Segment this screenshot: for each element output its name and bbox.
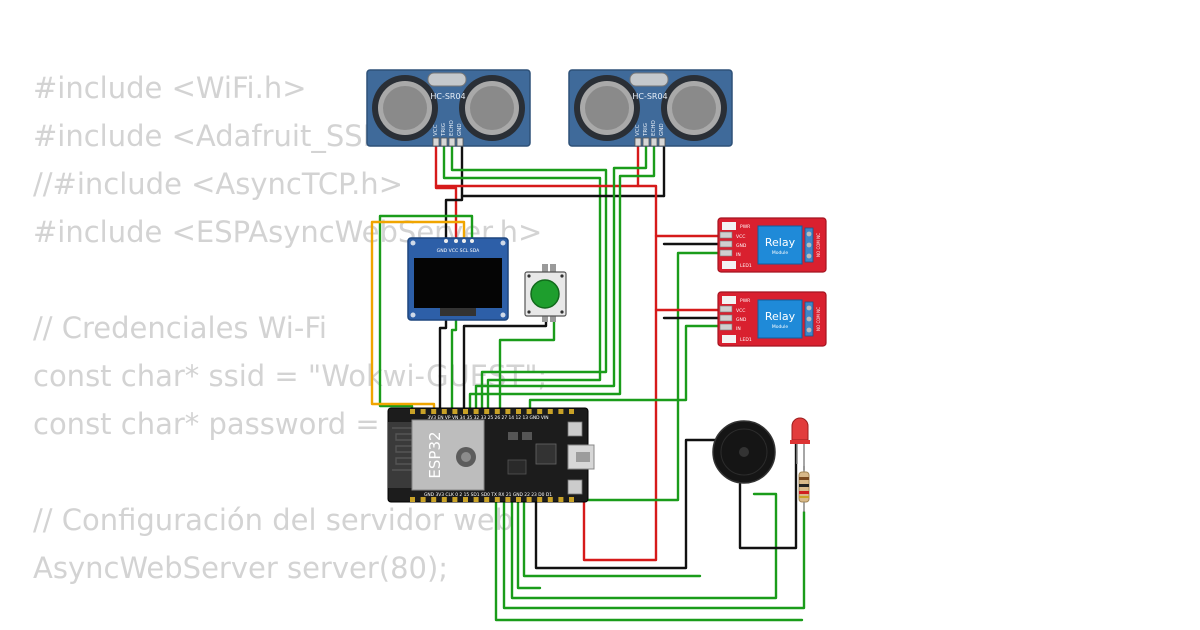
buzzer[interactable]: [712, 420, 776, 484]
wire-green[interactable]: [378, 214, 474, 412]
relay-2-led: LED1: [740, 337, 752, 343]
wire-green[interactable]: [474, 140, 648, 412]
esp32-pin[interactable]: [526, 409, 532, 414]
wire-green[interactable]: [528, 324, 720, 412]
sensor-2-label: HC-SR04: [632, 92, 667, 101]
relay-2-pin-vcc: VCC: [736, 308, 745, 314]
relay-module-1[interactable]: PWR LED1 VCC GND IN Relay Module NO COM …: [717, 217, 827, 273]
code-line-11: AsyncWebServer server(80);: [33, 551, 449, 585]
relay-2-pwr: PWR: [740, 298, 750, 304]
esp32-pin[interactable]: [431, 497, 437, 502]
wire-green[interactable]: [502, 496, 806, 610]
esp32-pin[interactable]: [569, 409, 574, 414]
relay-module-2[interactable]: PWR LED1 VCC GND IN Relay Module NO COM …: [717, 291, 827, 347]
sensor-1-pin-gnd: GND: [457, 123, 463, 136]
esp32-pin[interactable]: [463, 497, 468, 502]
esp32-pin[interactable]: [420, 497, 426, 502]
code-line-3: //#include <AsyncTCP.h>: [33, 167, 403, 201]
wire-black[interactable]: [444, 140, 464, 242]
esp32-pin[interactable]: [441, 497, 447, 502]
wire-green[interactable]: [498, 316, 556, 412]
wire-black[interactable]: [534, 438, 742, 570]
esp32-pin[interactable]: [420, 409, 426, 414]
esp32-top-pin-labels: 3V3 EN VP VN 34 35 32 33 25 26 27 14 12 …: [427, 415, 548, 421]
esp32-pin[interactable]: [537, 497, 543, 502]
relay-1-sublabel: Module: [772, 250, 789, 256]
esp32-pin[interactable]: [494, 497, 500, 502]
relay-1-pin-in: IN: [736, 252, 741, 258]
sensor-2-pin-vcc: VCC: [635, 124, 641, 136]
esp32-pin[interactable]: [452, 497, 458, 502]
esp32-pin[interactable]: [558, 497, 564, 502]
relay-2-pin-gnd: GND: [736, 317, 747, 323]
sensor-2-pin-gnd: GND: [659, 123, 665, 136]
sensor-1-pin-vcc: VCC: [433, 124, 439, 136]
esp32-pin[interactable]: [526, 497, 532, 502]
relay-2-sublabel: Module: [772, 324, 789, 330]
esp32-pin[interactable]: [431, 409, 437, 414]
esp32-pin[interactable]: [473, 409, 479, 414]
sensor-2-pin-echo: ECHO: [651, 120, 657, 136]
sensor-1-label: HC-SR04: [430, 92, 465, 101]
esp32-board[interactable]: ESP32 3V3 EN VP VN 34 35 32 33 25 26 27 …: [387, 407, 595, 503]
wire-green[interactable]: [510, 492, 778, 600]
esp32-pin[interactable]: [410, 497, 415, 502]
wire-black[interactable]: [738, 438, 798, 550]
relay-1-contacts: NO COM NC: [816, 233, 821, 257]
esp32-pin[interactable]: [547, 497, 553, 502]
esp32-pin[interactable]: [484, 409, 490, 414]
esp32-top-pins[interactable]: [410, 409, 574, 414]
relay-1-pwr: PWR: [740, 224, 750, 230]
wire-red[interactable]: [434, 140, 458, 242]
resistor[interactable]: [798, 466, 810, 512]
esp32-pin[interactable]: [505, 497, 511, 502]
esp32-bottom-pin-labels: GND 3V3 CLK 0 2 15 SD1 SD0 TX RX 21 GND …: [424, 492, 552, 498]
wires: [370, 140, 806, 622]
wire-green[interactable]: [450, 140, 608, 412]
oled-display[interactable]: GND VCC SCL SDA: [407, 237, 509, 321]
relay-2-label: Relay: [765, 310, 796, 323]
relay-1-label: Relay: [765, 236, 796, 249]
sensor-1-pin-echo: ECHO: [449, 120, 455, 136]
esp32-bottom-pins[interactable]: [410, 497, 574, 502]
led-red[interactable]: [790, 417, 810, 470]
esp32-pin[interactable]: [558, 409, 564, 414]
esp32-pin[interactable]: [441, 409, 447, 414]
code-line-6: // Credenciales Wi-Fi: [33, 311, 327, 345]
wire-black[interactable]: [438, 318, 448, 412]
relay-2-contacts: NO COM NC: [816, 307, 821, 331]
esp32-pin[interactable]: [452, 409, 458, 414]
wire-red[interactable]: [434, 184, 658, 562]
esp32-pin[interactable]: [516, 409, 521, 414]
esp32-pin[interactable]: [537, 409, 543, 414]
relay-1-pin-vcc: VCC: [736, 234, 745, 240]
wire-orange[interactable]: [370, 220, 466, 412]
relay-2-pin-in: IN: [736, 326, 741, 332]
wire-green[interactable]: [494, 496, 804, 622]
esp32-pin[interactable]: [505, 409, 511, 414]
esp32-pin[interactable]: [547, 409, 553, 414]
esp32-label: ESP32: [426, 431, 444, 478]
sensor-2-pin-trig: TRIG: [643, 123, 649, 137]
wire-green[interactable]: [522, 496, 702, 578]
wire-green[interactable]: [468, 140, 656, 412]
oled-pin-labels: GND VCC SCL SDA: [437, 248, 481, 254]
code-line-1: #include <WiFi.h>: [33, 71, 307, 105]
wire-green[interactable]: [450, 318, 458, 412]
ultrasonic-sensor-1[interactable]: HC-SR04 VCC TRIG ECHO GND: [366, 69, 531, 147]
esp32-pin[interactable]: [463, 409, 468, 414]
esp32-pin[interactable]: [494, 409, 500, 414]
ultrasonic-sensor-2[interactable]: HC-SR04 VCC TRIG ECHO GND: [568, 69, 733, 147]
esp32-pin[interactable]: [484, 497, 490, 502]
esp32-pin[interactable]: [569, 497, 574, 502]
sensor-1-pin-trig: TRIG: [441, 123, 447, 137]
esp32-pin[interactable]: [516, 497, 521, 502]
esp32-pin[interactable]: [473, 497, 479, 502]
relay-1-led: LED1: [740, 263, 752, 269]
push-button[interactable]: [524, 264, 567, 322]
esp32-pin[interactable]: [410, 409, 415, 414]
relay-1-pin-gnd: GND: [736, 243, 747, 249]
wire-green[interactable]: [516, 496, 542, 590]
